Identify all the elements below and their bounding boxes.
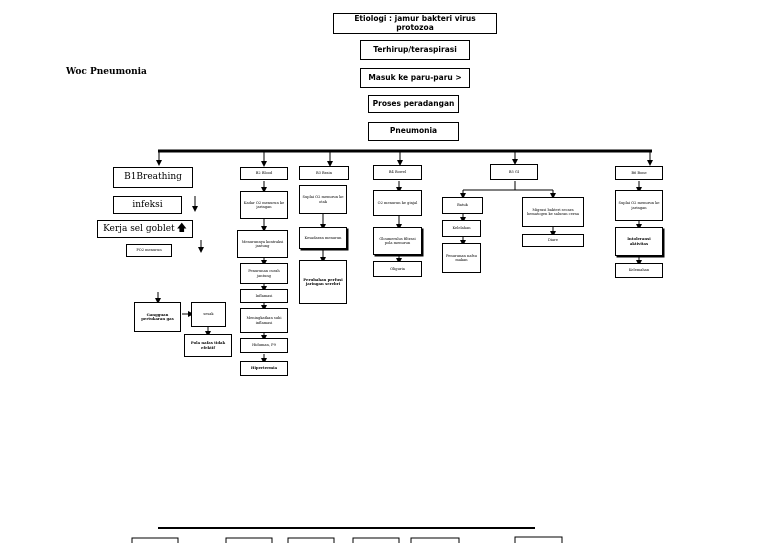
suplai-otak-box: Suplai O2 menurun ke otak xyxy=(299,185,347,214)
pneumonia-box: Pneumonia xyxy=(368,122,459,141)
sesak-box: sesak xyxy=(191,302,226,327)
b6-bone-box: B6 Bone xyxy=(615,166,663,180)
up-arrow-icon: 🡅 xyxy=(176,223,187,235)
migrasi-bakteri-box: Migrasi bakteri secara hematogen ke salu… xyxy=(522,197,584,227)
oliguria-box: Oliguria xyxy=(373,261,422,277)
kerja-sel-goblet-label: Kerja sel goblet xyxy=(103,223,175,234)
etiologi-box: Etiologi : jamur bakteri virus protozoa xyxy=(333,13,497,34)
proses-peradangan-box: Proses peradangan xyxy=(368,95,459,113)
po2-menurun-box: PO2 menurun xyxy=(126,244,172,257)
nafsu-makan-box: Penurunan nafsu makan xyxy=(442,243,481,273)
inflamasi-box: Inflamasi xyxy=(240,289,288,303)
o2-ginjal-box: O2 menurun ke ginjal xyxy=(373,190,422,216)
pola-nafas-box: Pola nafas tidak efektif xyxy=(184,334,232,357)
kadar-o2-box: Kadar O2 menurun ke jaringan xyxy=(240,191,288,219)
kelelahan-box: Kelelahan xyxy=(442,220,481,237)
masuk-paru-box: Masuk ke paru-paru > xyxy=(360,68,470,88)
infeksi-box: infeksi xyxy=(113,196,182,214)
kontraksi-jantung-box: Menurunnya kontraksi jantung xyxy=(237,230,288,258)
intoleransi-aktivitas-box: Intoleransi aktivitas xyxy=(615,227,663,256)
hipertermia-box: Hipertermia xyxy=(240,361,288,376)
kelemahan-box: Kelemahan xyxy=(615,263,663,278)
b4-bowel-box: B4 Bowel xyxy=(373,165,422,180)
bottom-partial-boxes xyxy=(131,536,563,543)
b2-blood-box: B2 Blood xyxy=(240,167,288,180)
suhi-inflamasi-box: Meningkatkan suhi inflamasi xyxy=(240,308,288,333)
diare-box: Diare xyxy=(522,234,584,247)
kerja-sel-goblet-box: Kerja sel goblet 🡅 xyxy=(97,220,193,238)
b5-gi-box: B5 GI xyxy=(490,164,538,180)
b1-breathing-box: B1Breathing xyxy=(113,167,193,188)
curah-jantung-box: Penurunan curah jantung xyxy=(240,263,288,284)
kesadaran-menurun-box: Kesadaran menurun xyxy=(299,227,347,249)
perfusi-serebri-box: Perubahan perfusi jaringan serebri xyxy=(299,260,347,304)
gangguan-pertukaran-gas-box: Gangguan pertukaran gas xyxy=(134,302,181,332)
batuk-box: Batuk xyxy=(442,197,483,214)
suplai-jaringan-box: Suplai O2 menurun ke jaringan xyxy=(615,190,663,221)
b3-brain-box: B3 Brain xyxy=(299,166,349,180)
hiduman-box: Hiduman, P9 xyxy=(240,338,288,353)
diagram-title: Woc Pneumonia xyxy=(66,67,147,77)
terhirup-box: Terhirup/teraspirasi xyxy=(360,40,470,60)
gloumerulus-box: Gloumerulus filtrasi pola menurun xyxy=(373,227,422,255)
